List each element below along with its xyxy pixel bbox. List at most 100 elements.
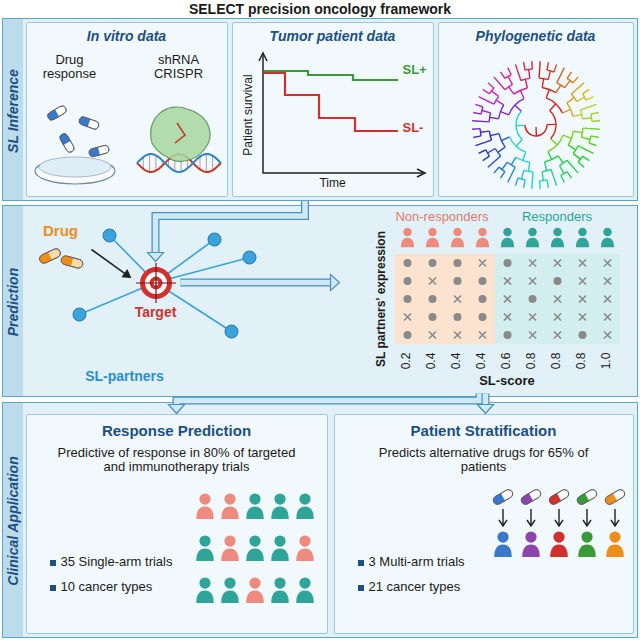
tree-branch xyxy=(481,110,490,112)
content-box: In vitro dataDrug responseshRNA CRISPR xyxy=(26,22,228,197)
rect-shape xyxy=(575,488,597,506)
tree-branch xyxy=(573,153,580,158)
person-body xyxy=(271,590,289,603)
axis-label: Patient survival xyxy=(242,74,256,155)
person-body xyxy=(450,237,463,247)
person-body xyxy=(606,544,624,557)
lost-cross xyxy=(429,277,436,284)
tree-branch xyxy=(489,131,491,140)
expressed-dot xyxy=(578,331,586,339)
group-band xyxy=(395,254,495,344)
person-body xyxy=(400,237,413,247)
cas9-protein xyxy=(150,107,209,161)
score-value: 0.4 xyxy=(475,352,489,369)
tree-branch xyxy=(562,109,570,113)
score-value: 0.8 xyxy=(575,352,589,369)
tree-branch xyxy=(480,131,489,132)
sl-partner-dot xyxy=(103,229,116,242)
expressed-dot xyxy=(528,295,536,303)
path-shape xyxy=(88,147,100,157)
rect-shape xyxy=(46,104,67,121)
lost-cross xyxy=(554,313,561,320)
person-body xyxy=(196,590,214,603)
tree-branch xyxy=(558,155,563,162)
tree-branch xyxy=(501,136,509,140)
lost-cross xyxy=(604,331,611,338)
rect-shape xyxy=(60,254,84,268)
person-head xyxy=(274,577,285,588)
lost-cross xyxy=(429,331,436,338)
person-head xyxy=(478,227,487,236)
assign-arrow xyxy=(611,509,619,526)
tree-branch xyxy=(547,135,562,151)
sl-score-grid: Non-respondersRespondersSL partners' exp… xyxy=(340,208,632,394)
tree-branch xyxy=(472,120,489,121)
tree-branch xyxy=(499,167,505,171)
bullet-item: 10 cancer types xyxy=(49,580,153,595)
target-ring xyxy=(145,272,167,294)
rect-shape xyxy=(547,488,569,506)
arrow-head xyxy=(331,275,340,291)
tree-branch xyxy=(538,180,540,188)
person-body xyxy=(296,590,314,603)
tree-branch xyxy=(568,145,576,150)
plot-axis xyxy=(263,55,423,173)
tree-branch xyxy=(505,84,512,89)
block-arrow xyxy=(169,394,480,414)
tree-branch xyxy=(496,100,504,105)
panel-label: SL Inference xyxy=(5,69,21,153)
tree-branch xyxy=(542,87,556,92)
target-label: Target xyxy=(131,304,181,320)
person-head xyxy=(224,535,235,546)
expressed-dot xyxy=(503,331,511,339)
assign-arrow xyxy=(555,509,563,526)
expressed-dot xyxy=(428,295,436,303)
tree-branch xyxy=(581,137,590,139)
rect-shape xyxy=(603,488,625,506)
person-head xyxy=(249,493,260,504)
dna-rung xyxy=(193,162,194,163)
target-ring xyxy=(153,280,158,285)
tree-branch xyxy=(546,89,549,97)
sl-link xyxy=(156,258,250,283)
lost-cross xyxy=(604,313,611,320)
tree-branch xyxy=(572,76,577,82)
lost-cross xyxy=(504,277,511,284)
pill-icon xyxy=(88,144,109,157)
tree-branch xyxy=(507,67,511,74)
box-title: Phylogenetic data xyxy=(439,28,633,44)
tree-branch xyxy=(500,111,508,114)
group-band xyxy=(495,254,620,344)
tree-branch xyxy=(548,70,550,79)
tree-branch xyxy=(582,117,591,118)
arrow-body xyxy=(181,280,333,286)
tree-branch xyxy=(509,136,525,151)
tree-branch xyxy=(535,126,537,135)
tree-branch xyxy=(550,138,557,144)
lost-cross xyxy=(604,295,611,302)
dna-rung xyxy=(212,155,213,170)
tree-branch xyxy=(487,155,500,166)
tree-branch xyxy=(576,97,584,102)
tree-branch xyxy=(554,64,557,72)
lost-cross xyxy=(504,313,511,320)
rect-shape xyxy=(78,115,100,129)
tree-branch xyxy=(508,86,513,93)
lost-cross xyxy=(504,295,511,302)
path-shape xyxy=(519,493,532,506)
tree-branch xyxy=(582,156,589,160)
person-head xyxy=(525,531,536,542)
lost-cross xyxy=(579,313,586,320)
rect-shape xyxy=(575,488,597,506)
arrow-outline xyxy=(177,394,480,407)
pill-icon xyxy=(78,115,100,129)
tree-branch xyxy=(511,157,516,165)
rect-shape xyxy=(88,144,109,157)
arrow-head xyxy=(169,405,185,414)
expressed-dot xyxy=(478,277,486,285)
tree-branch xyxy=(478,96,493,104)
tree-branch xyxy=(571,82,584,93)
expressed-dot xyxy=(478,295,486,303)
tree-branch xyxy=(586,96,593,100)
